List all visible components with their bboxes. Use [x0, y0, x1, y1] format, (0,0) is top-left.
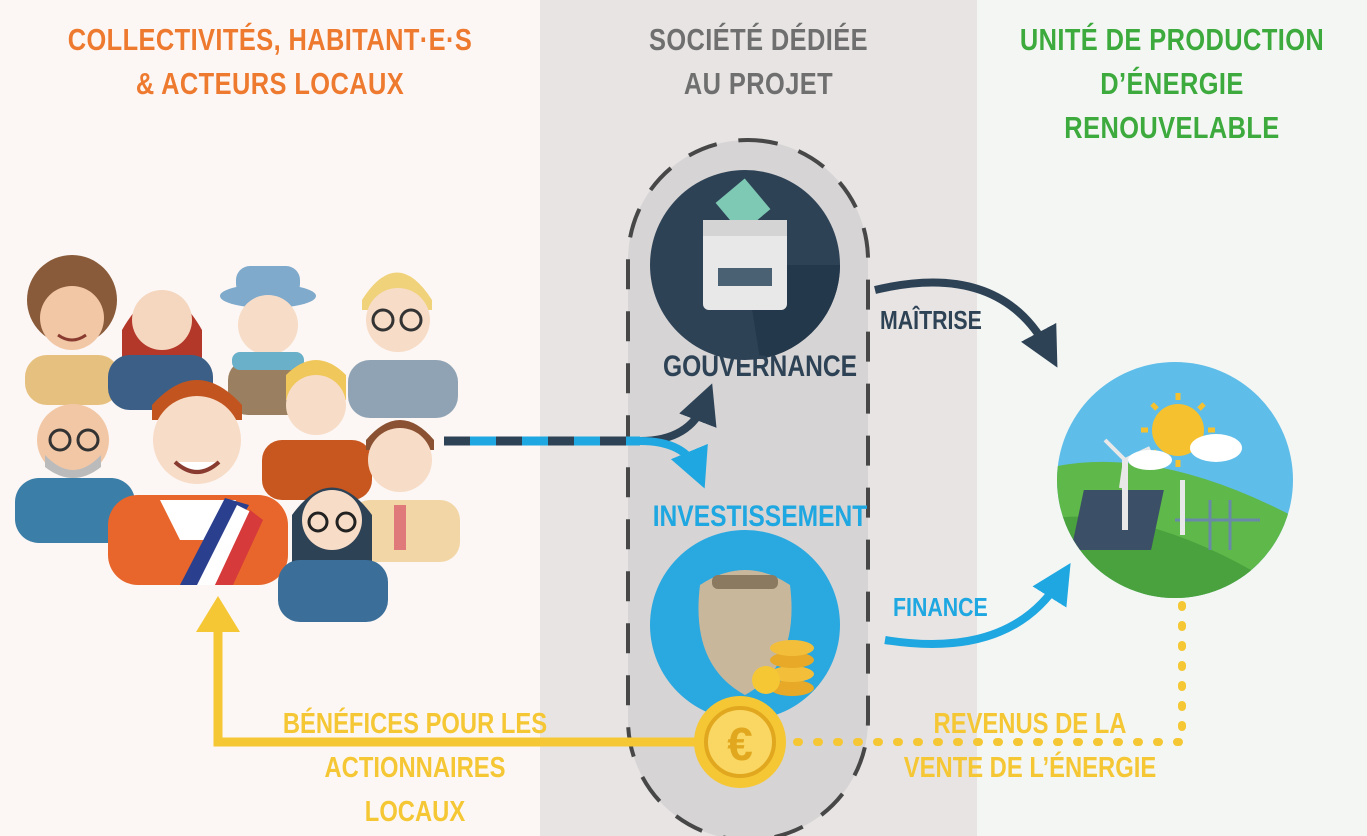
heading-energy-unit: UNITÉ DE PRODUCTION D’ÉNERGIE RENOUVELAB… — [1012, 18, 1332, 150]
person-curly-woman — [25, 255, 120, 405]
person-elderly-man — [15, 404, 135, 543]
heading-line: D’ÉNERGIE RENOUVELABLE — [1064, 66, 1280, 145]
revenue-line: VENTE DE L’ÉNERGIE — [903, 752, 1157, 784]
finance-arrow — [884, 563, 1071, 648]
input-connector — [444, 383, 717, 489]
renewable-energy-icon — [1057, 362, 1293, 598]
money-bag-icon — [650, 530, 840, 720]
heading-line: AU PROJET — [683, 66, 834, 101]
person-mayor — [108, 380, 288, 585]
benefits-line: BÉNÉFICES POUR LES — [282, 708, 548, 740]
person-man-tie — [350, 420, 460, 562]
heading-line: & ACTEURS LOCAUX — [135, 66, 405, 101]
person-woman-glasses — [278, 487, 388, 622]
investment-label: INVESTISSEMENT — [652, 500, 868, 533]
benefits-arrow — [196, 596, 700, 747]
finance-label: FINANCE — [893, 592, 988, 622]
governance-label: GOUVERNANCE — [662, 350, 858, 383]
person-redhead-woman — [108, 290, 213, 410]
benefits-label: BÉNÉFICES POUR LES ACTIONNAIRES LOCAUX — [272, 702, 559, 834]
euro-coin-icon: € — [694, 696, 786, 788]
heading-line: UNITÉ DE PRODUCTION — [1019, 22, 1325, 57]
control-arrow — [874, 278, 1058, 368]
euro-symbol: € — [727, 718, 753, 770]
heading-line: SOCIÉTÉ DÉDIÉE — [648, 22, 869, 57]
heading-line: COLLECTIVITÉS, HABITANT·E·S — [67, 22, 473, 57]
benefits-line: ACTIONNAIRES LOCAUX — [324, 752, 506, 828]
heading-local-actors: COLLECTIVITÉS, HABITANT·E·S & ACTEURS LO… — [49, 18, 492, 106]
people-group-icon — [15, 255, 460, 622]
revenue-line: REVENUS DE LA — [933, 708, 1127, 740]
ballot-box-icon — [650, 170, 841, 360]
revenue-dotted-line — [786, 601, 1186, 746]
person-glasses-man — [348, 272, 458, 418]
arrow-to-investment — [639, 437, 708, 489]
revenue-label: REVENUS DE LA VENTE DE L’ÉNERGIE — [899, 702, 1161, 790]
control-label: MAÎTRISE — [880, 305, 982, 335]
person-blonde-man — [262, 360, 372, 500]
heading-project-company: SOCIÉTÉ DÉDIÉE AU PROJET — [579, 18, 937, 106]
